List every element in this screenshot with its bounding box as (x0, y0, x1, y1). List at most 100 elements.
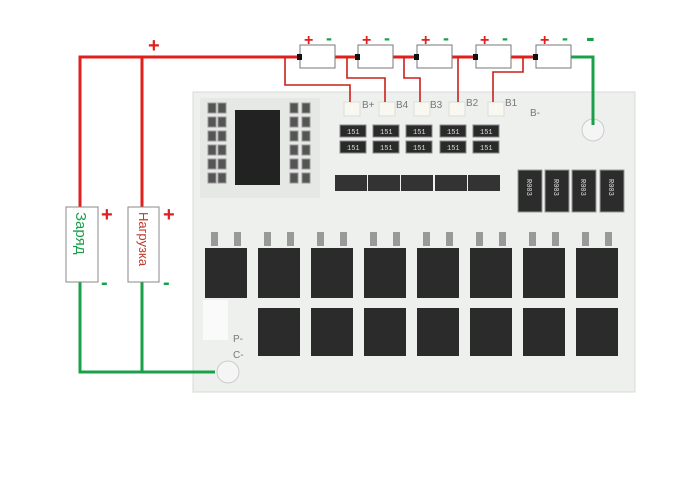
smd-cap (289, 144, 299, 156)
smd-code: 151 (480, 129, 493, 137)
transistor (401, 175, 433, 191)
mosfet-lead (370, 232, 377, 246)
shunt-code: R003 (551, 179, 559, 196)
smd-code: 151 (480, 145, 493, 153)
shunt-resistor (544, 169, 570, 213)
cell-minus: - (326, 28, 332, 48)
cell-plus: + (362, 32, 371, 49)
mosfet-lead (340, 232, 347, 246)
cell-minus: - (443, 28, 449, 48)
smd-code: 151 (447, 145, 460, 153)
mosfet (364, 308, 406, 356)
charger-box (65, 206, 99, 283)
shunt-resistor (571, 169, 597, 213)
mosfet (311, 308, 353, 356)
mosfet-lead (264, 232, 271, 246)
pack-negative-wire (571, 55, 595, 125)
pad-label-b-plus: B+ (362, 100, 375, 111)
load-label: Нагрузка (136, 212, 151, 267)
smd-resistor (405, 140, 433, 154)
positive-main-wire (78, 55, 300, 207)
shunt-resistor (517, 169, 543, 213)
cell-plus: + (304, 32, 313, 49)
output-label-c-minus: C- (233, 350, 244, 361)
cell-terminal (297, 54, 302, 60)
mosfet (258, 248, 300, 298)
mosfet-lead (446, 232, 453, 246)
mosfet-lead (552, 232, 559, 246)
smd-code: 151 (347, 129, 360, 137)
smd-cap (289, 102, 299, 114)
balance-pad (343, 101, 361, 117)
smd-resistor (339, 140, 367, 154)
load-plus: + (163, 204, 175, 226)
mosfet-lead (287, 232, 294, 246)
smd-cap (217, 144, 227, 156)
balance-taps (284, 57, 524, 102)
shunt-resistor (599, 169, 625, 213)
negative-return-wire (78, 282, 215, 374)
mosfet-lead (234, 232, 241, 246)
smd-resistor (405, 124, 433, 138)
mosfet (576, 308, 618, 356)
smd-cap (301, 172, 311, 184)
transistor (335, 175, 367, 191)
smd-cap (301, 116, 311, 128)
pad-label-b2: B2 (466, 98, 479, 109)
smd-cap (217, 130, 227, 142)
mosfet-lead (605, 232, 612, 246)
mosfet-lead (211, 232, 218, 246)
cell-plus: + (480, 32, 489, 49)
smd-cap (301, 130, 311, 142)
smd-resistor (439, 140, 467, 154)
balance-pad (413, 101, 431, 117)
cell-minus: - (562, 28, 568, 48)
smd-resistor (339, 124, 367, 138)
load-minus: - (163, 272, 170, 294)
smd-cap (207, 144, 217, 156)
smd-cap (301, 102, 311, 114)
mosfet (523, 308, 565, 356)
mosfet (417, 248, 459, 298)
output-label-p-minus: P- (233, 334, 243, 345)
cell-terminal (473, 54, 478, 60)
pad-label-b1: B1 (505, 98, 518, 109)
mosfet (470, 308, 512, 356)
smd-cap (217, 116, 227, 128)
smd-code: 151 (447, 129, 460, 137)
smd-cap (289, 158, 299, 170)
smd-code: 151 (413, 145, 426, 153)
smd-cap (289, 116, 299, 128)
smd-cap (289, 172, 299, 184)
transistor (435, 175, 467, 191)
mosfet-lead (499, 232, 506, 246)
smd-resistor (472, 140, 500, 154)
cell-terminal (414, 54, 419, 60)
smd-cap (207, 102, 217, 114)
cell-minus: - (384, 28, 390, 48)
load-box (127, 206, 160, 283)
smd-cap (207, 116, 217, 128)
mosfet (311, 248, 353, 298)
mosfet (470, 248, 512, 298)
pack-minus: - (586, 22, 595, 52)
shunt-code: R003 (578, 179, 586, 196)
smd-cap (217, 172, 227, 184)
smd-cap (301, 144, 311, 156)
smd-code: 151 (413, 129, 426, 137)
balance-pad (378, 101, 396, 117)
pad-label-b3: B3 (430, 100, 443, 111)
mosfet (576, 248, 618, 298)
smd-resistor (372, 124, 400, 138)
controller-ic (235, 110, 280, 185)
mosfet (364, 248, 406, 298)
p-c-hole (216, 360, 240, 384)
mosfet (417, 308, 459, 356)
mosfet (205, 248, 247, 298)
mosfet-lead (529, 232, 536, 246)
charger-plus: + (101, 204, 113, 226)
mosfet (258, 308, 300, 356)
smd-cap (217, 102, 227, 114)
